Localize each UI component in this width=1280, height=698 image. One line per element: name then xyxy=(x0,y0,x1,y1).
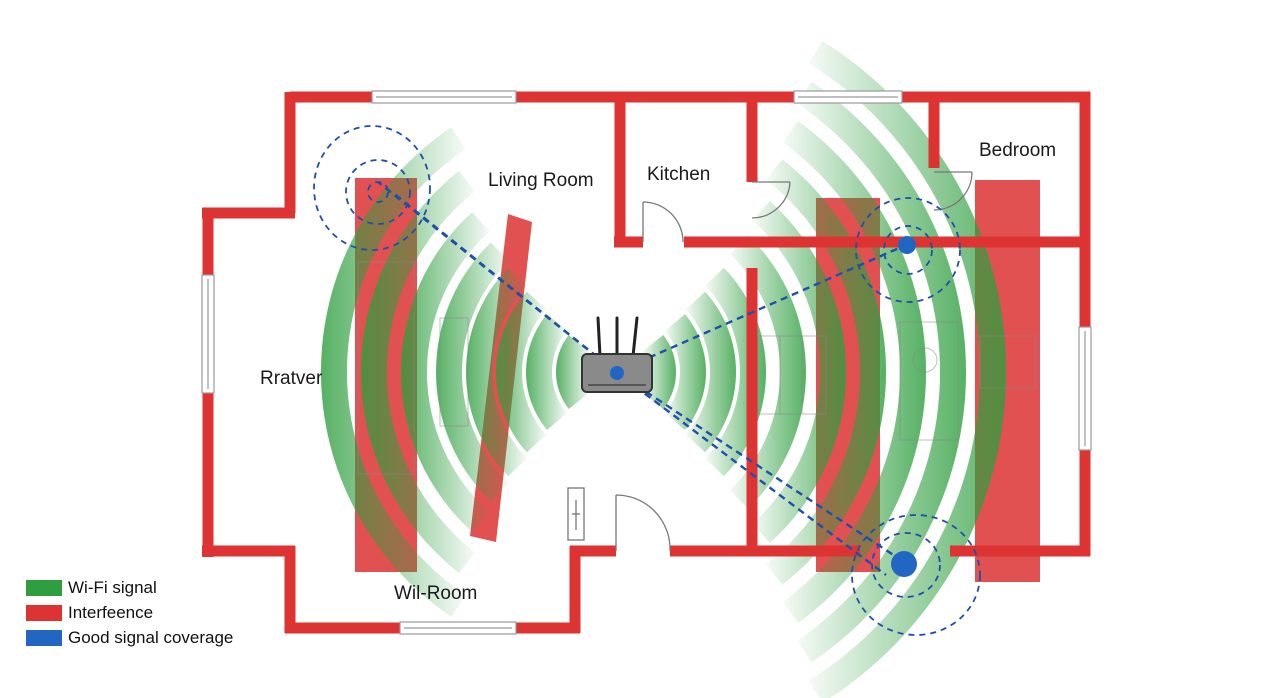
wifi-arc xyxy=(808,41,1007,698)
coverage-rings xyxy=(313,125,981,636)
room-label-bedroom: Bedroom xyxy=(979,140,1056,161)
coverage-points xyxy=(891,236,917,577)
wifi-signal-left xyxy=(321,127,590,617)
router-icon xyxy=(581,316,653,393)
room-label-living-room: Living Room xyxy=(488,170,594,191)
furniture xyxy=(357,261,1036,475)
wifi-signal-right xyxy=(642,41,1007,698)
coverage-point-hall xyxy=(891,551,917,577)
room-label-bottom-room: Wil-Room xyxy=(394,583,477,604)
wifi-arc xyxy=(797,81,967,663)
legend-swatch xyxy=(26,579,62,596)
walls xyxy=(202,91,1091,634)
coverage-point-bedroom xyxy=(898,236,916,254)
wifi-arc xyxy=(321,127,466,617)
legend-swatch xyxy=(26,629,62,646)
legend-label: Wi-Fi signal xyxy=(68,577,157,597)
signal-paths xyxy=(377,181,907,576)
wifi-arc xyxy=(766,159,886,585)
wifi-arc xyxy=(526,314,567,430)
wifi-arc xyxy=(752,201,846,543)
wifi-arc xyxy=(360,171,476,573)
legend-label: Interfeence xyxy=(68,602,154,622)
room-label-kitchen: Kitchen xyxy=(647,164,710,185)
wifi-arc xyxy=(665,314,706,430)
legend: Wi-Fi signal Interfeence Good signal cov… xyxy=(26,575,233,650)
windows xyxy=(201,90,1092,635)
wifi-arc xyxy=(685,291,737,453)
legend-swatch xyxy=(26,604,62,621)
legend-item-good-coverage: Good signal coverage xyxy=(26,625,233,650)
wifi-arc xyxy=(556,335,590,409)
wifi-arc xyxy=(466,267,527,477)
legend-item-wifi-signal: Wi-Fi signal xyxy=(26,575,233,600)
wifi-arc xyxy=(401,212,490,532)
wifi-arc xyxy=(435,242,510,502)
wifi-arc xyxy=(496,291,547,453)
legend-label: Good signal coverage xyxy=(68,627,234,647)
legend-item-interference: Interfeence xyxy=(26,600,233,625)
wifi-arc xyxy=(729,235,807,509)
room-label-left-room: Rratver xyxy=(260,368,323,389)
doors xyxy=(567,171,973,552)
